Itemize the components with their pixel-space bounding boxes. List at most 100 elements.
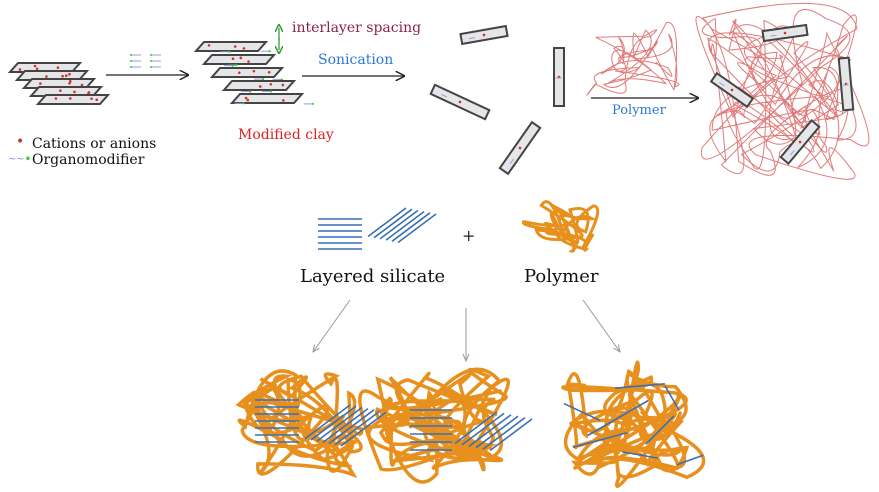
clay-plate (35, 94, 111, 105)
cation-dot (73, 90, 76, 94)
organomodifier-head (311, 102, 314, 105)
polymer-top-label: Polymer (612, 103, 666, 118)
silicate-layer (316, 406, 363, 442)
silicate-layers (255, 207, 704, 466)
silicate-layer (367, 207, 407, 238)
cation-dot (458, 100, 462, 104)
organomodifier-chain (790, 149, 795, 156)
organomodifier-head (150, 66, 152, 68)
clay-stacks (7, 23, 855, 176)
cation-dot (18, 68, 22, 71)
cation-dot (246, 98, 250, 102)
organomodifier-head (150, 60, 152, 62)
cation-dot (64, 74, 68, 78)
exfoliated-layer (622, 451, 658, 459)
cation-dot (68, 82, 71, 85)
cation-dot (35, 67, 39, 71)
organomodifier-chain (770, 34, 777, 37)
organomodifier-head (268, 50, 271, 53)
polymer-coil-red (586, 22, 680, 96)
polymer-coil-orange (521, 200, 600, 253)
cation-dot (239, 56, 243, 60)
clay-plate (193, 41, 269, 52)
cation-dot (61, 74, 64, 78)
exfoliated-plate (837, 56, 855, 112)
cation-dot (252, 69, 256, 73)
cation-dot (56, 66, 60, 69)
cation-dot (281, 83, 285, 87)
polymer-tangles (235, 2, 870, 489)
silicate-layer (468, 414, 512, 447)
polymer-bottom-label: Polymer (524, 266, 599, 287)
cation-dot (54, 97, 58, 100)
organomodifier-head (150, 54, 152, 56)
silicate-layer (334, 410, 381, 446)
exfoliated-layer (676, 454, 704, 466)
legend-cations-label: Cations or anions (32, 136, 157, 152)
cation-dot (68, 97, 72, 100)
clay-plate (201, 54, 277, 65)
silicate-layer (340, 411, 387, 447)
interlayer-spacing-label: interlayer spacing (292, 20, 422, 36)
silicate-layer (310, 405, 357, 441)
silicate-layer (397, 213, 437, 244)
clay-plate (229, 93, 305, 104)
cation-dot (518, 146, 522, 150)
exfoliated-plate (761, 23, 809, 43)
intercalated-polymer (235, 369, 364, 479)
cation-dot (242, 47, 246, 50)
cation-dot (80, 83, 84, 87)
cation-dot (39, 82, 42, 85)
organomodifier-head (261, 77, 265, 81)
exfoliated-plate (709, 71, 755, 109)
exfoliated-layer (664, 385, 680, 411)
organomodifier-chain (509, 158, 514, 165)
silicate-layer (385, 210, 425, 241)
legend-organomodifier-label: Organomodifier (32, 152, 145, 168)
organomodifier-chain (842, 84, 849, 86)
clay-plate (221, 80, 297, 91)
organomodifier-icon: ~~• (8, 154, 32, 165)
exfoliated-layer (587, 399, 649, 437)
cation-dot (231, 57, 235, 61)
cation-dot (798, 140, 802, 144)
modified-clay-label: Modified clay (238, 127, 334, 143)
cation-dot (45, 75, 48, 78)
organomodifier-head (130, 54, 132, 56)
cation-dot (68, 79, 72, 83)
exfoliated-layer (645, 415, 675, 445)
exfoliated-layer (615, 383, 665, 389)
organomodifier-head (242, 102, 245, 105)
organomodifier-head (130, 60, 132, 62)
sonication-label: Sonication (318, 52, 394, 68)
flocculated-polymer (358, 367, 511, 484)
silicate-layer (475, 415, 519, 449)
silicate-layer (328, 409, 375, 445)
organomodifier-head (228, 50, 231, 53)
cation-dot (783, 31, 787, 35)
layered-silicate-label: Layered silicate (300, 266, 446, 287)
cation-dot (90, 97, 93, 100)
organomodifier-chain (441, 94, 448, 98)
exfoliated-polymer (561, 360, 706, 489)
cation-dot-icon: • (16, 134, 25, 150)
exfoliated-layer (572, 431, 628, 449)
cation-dot (282, 99, 285, 102)
organomodifier-head (130, 66, 132, 68)
exfoliated-plate (779, 118, 821, 166)
silicate-layer (391, 212, 431, 242)
cation-dot (482, 33, 486, 37)
exfoliated-arrow (582, 299, 620, 352)
cation-dot (244, 96, 248, 100)
cation-dot (730, 88, 734, 92)
cation-dot (258, 85, 262, 88)
silicate-layer (373, 208, 413, 239)
cation-dot (247, 60, 250, 63)
cation-dot (59, 89, 62, 92)
cation-dot (237, 71, 241, 74)
exfoliated-plate (553, 47, 565, 107)
organomodifier-head (231, 64, 234, 67)
silicate-layer (304, 404, 351, 440)
